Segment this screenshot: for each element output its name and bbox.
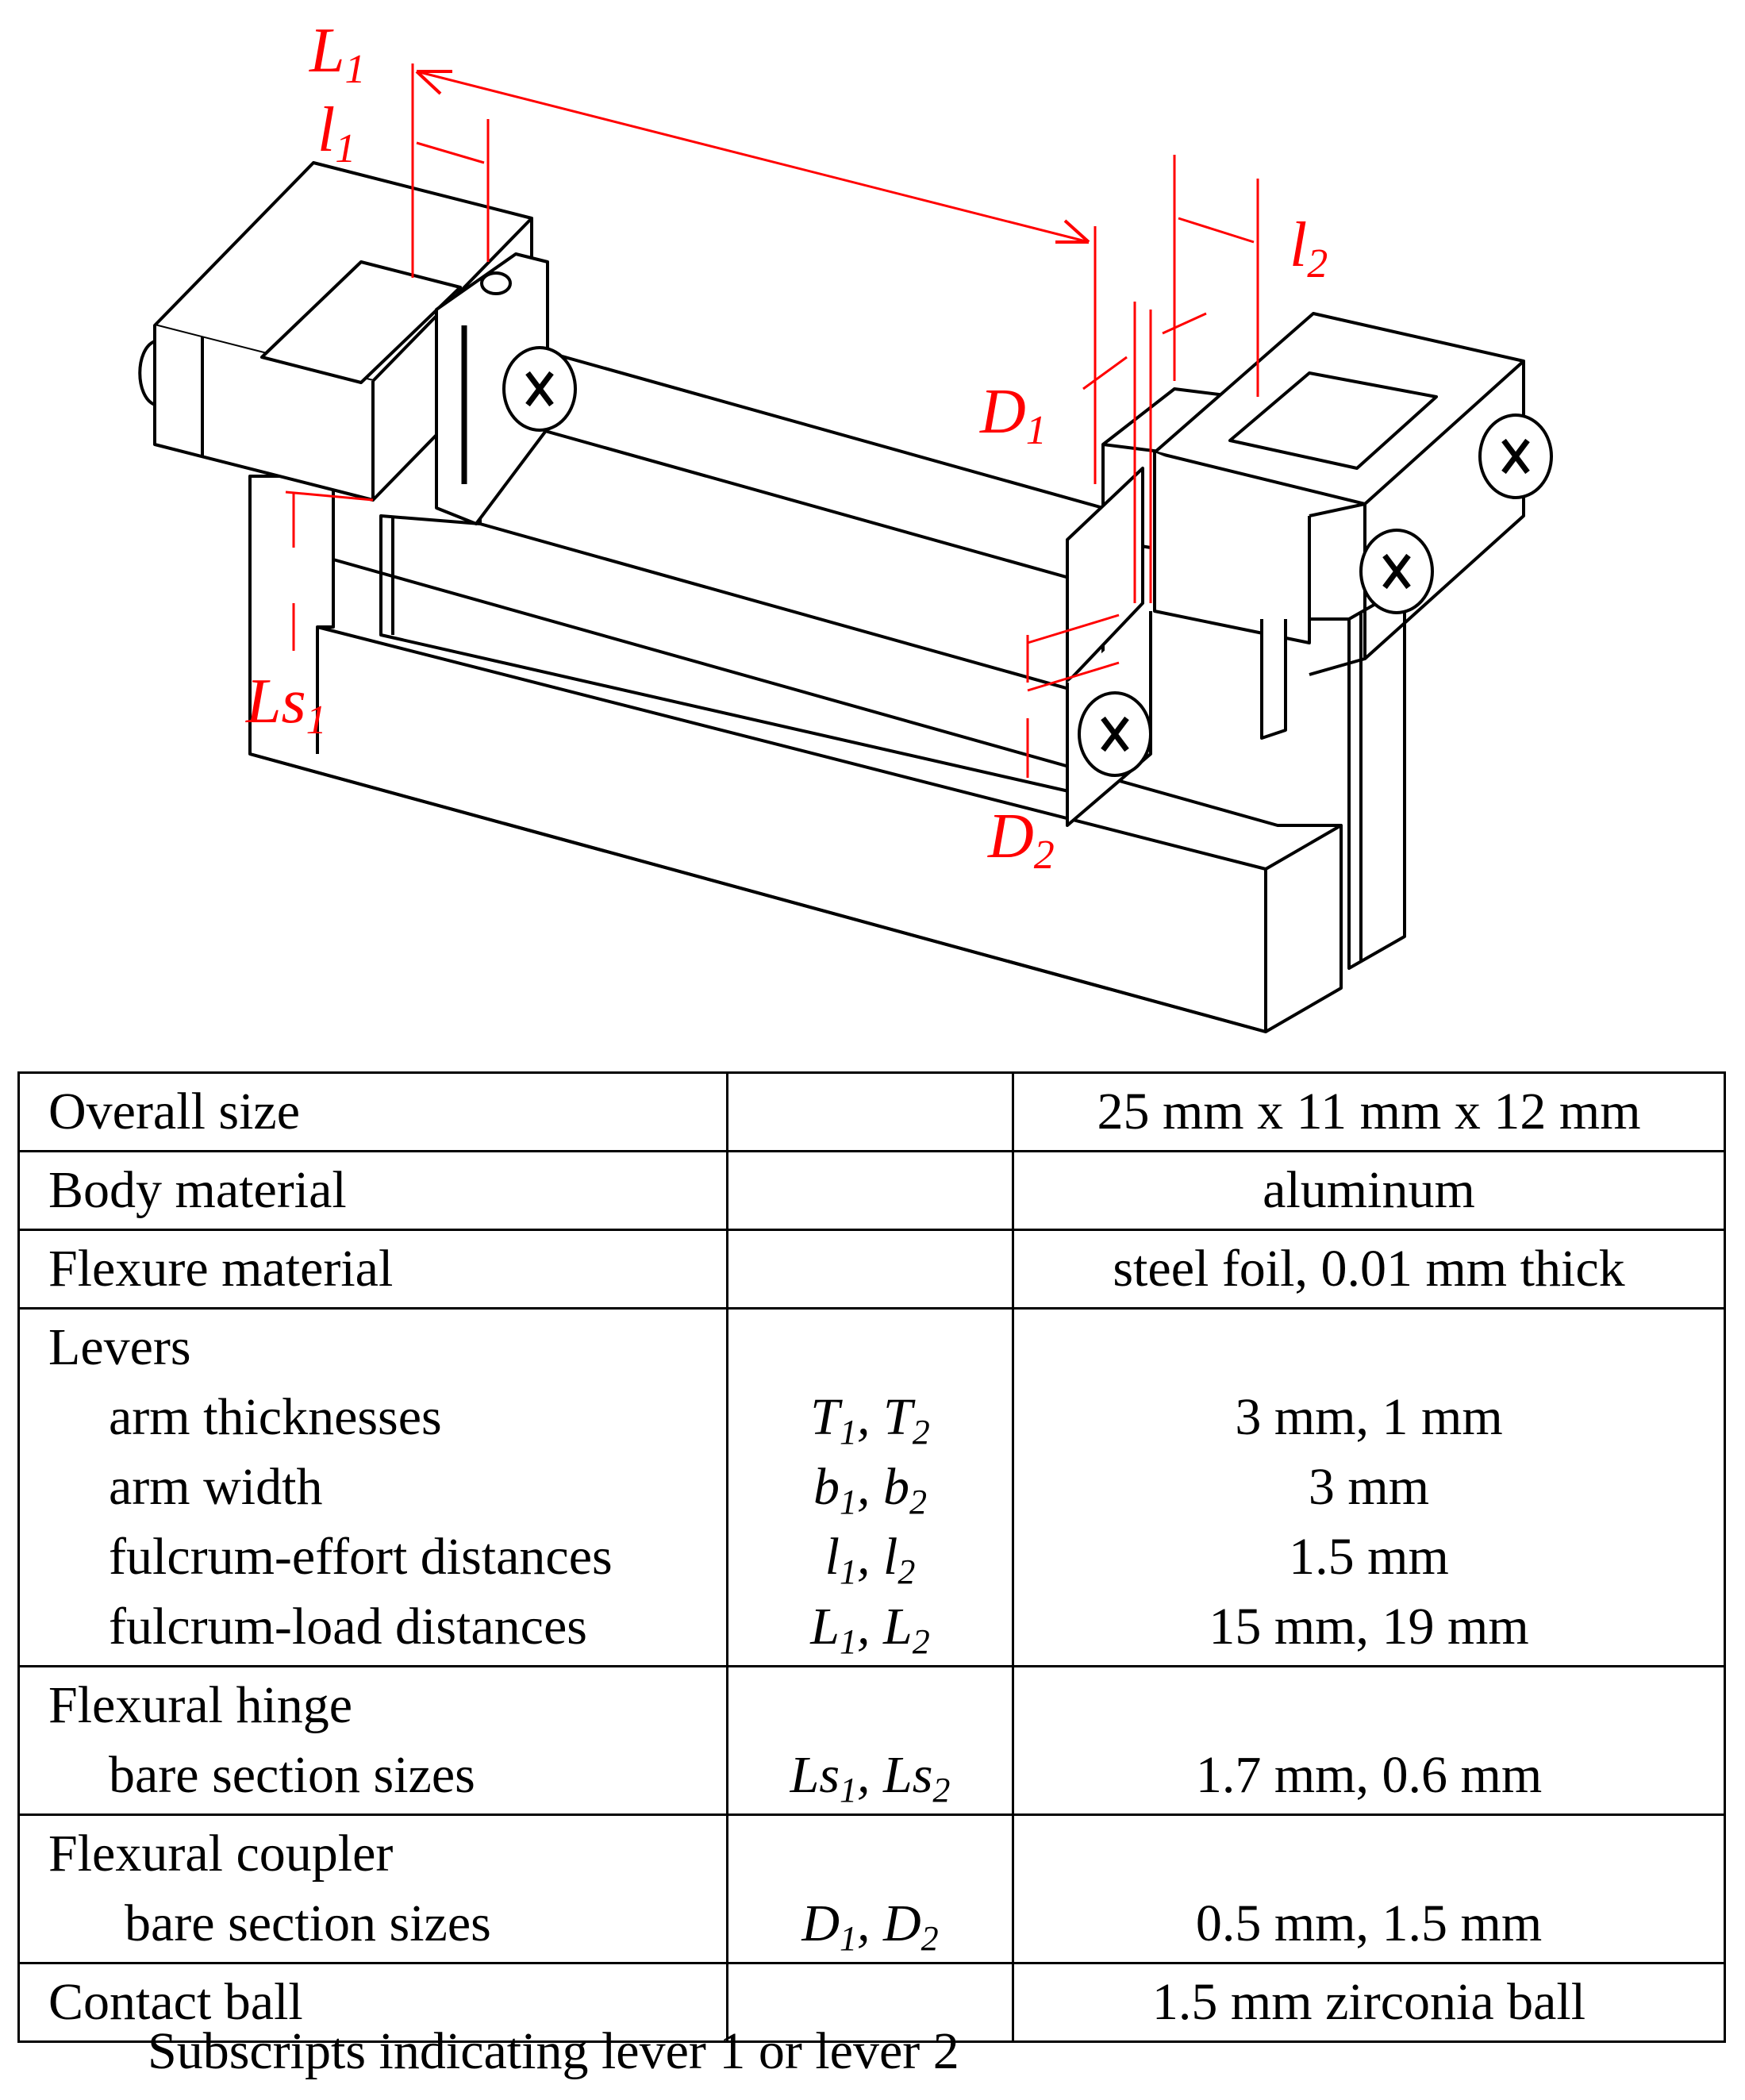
parameter-label: fulcrum-load distances (109, 1598, 587, 1656)
parameter-cell: Overall size (17, 1071, 728, 1152)
symbol-cell: D1, D2 (726, 1813, 1014, 1964)
footnote: Subscripts indicating lever 1 or lever 2 (148, 2022, 959, 2080)
value-label: 0.5 mm, 1.5 mm (1195, 1894, 1543, 1952)
parameter-cell: Flexure material (17, 1229, 728, 1310)
lever-mechanism-drawing: L1 l1 l2 D1 D2 Ls1 (138, 16, 1553, 1033)
value-cell: 25 mm x 11 mm x 12 mm (1012, 1071, 1726, 1152)
label-Ls1: Ls1 (245, 667, 327, 743)
table-row: Flexural coupler bare section sizes D1, D2… (17, 1813, 1726, 1964)
value-label: 1.7 mm, 0.6 mm (1195, 1746, 1543, 1804)
parameter-label: Flexural hinge (48, 1676, 353, 1734)
symbol-label: T1, T2 (810, 1388, 930, 1452)
value-cell: 3 mm, 1 mm 3 mm 1.5 mm 15 mm, 19 mm (1012, 1307, 1726, 1667)
value-label: 1.5 mm (1289, 1528, 1449, 1586)
parameter-cell: Levers arm thicknesses arm width fulcrum-ef… (17, 1307, 728, 1667)
lower-screw-icon (1078, 691, 1152, 777)
parameter-label: Body material (48, 1161, 347, 1219)
parameter-cell: Flexural hinge bare section sizes (17, 1665, 728, 1816)
value-cell: 1.7 mm, 0.6 mm (1012, 1665, 1726, 1816)
parameter-label: Levers (48, 1318, 191, 1376)
table-row: Body material aluminum (17, 1150, 1726, 1231)
dimension-annotations (285, 63, 1259, 778)
symbol-label: Ls1, Ls2 (790, 1746, 951, 1810)
label-l2: l2 (1290, 210, 1328, 287)
symbol-label: b1, b2 (813, 1458, 927, 1521)
label-L1: L1 (309, 16, 366, 92)
symbol-label: D1, D2 (801, 1894, 939, 1958)
value-label: 3 mm (1308, 1458, 1430, 1516)
value-label: 1.5 mm zirconia ball (1151, 1973, 1586, 2031)
symbol-cell (726, 1962, 1014, 2043)
right-front-screw-icon (1359, 529, 1434, 614)
symbol-label: l1, l2 (824, 1528, 916, 1591)
value-cell: steel foil, 0.01 mm thick (1012, 1229, 1726, 1310)
parameter-label: arm thicknesses (109, 1388, 442, 1446)
mechanism-body (138, 161, 1553, 1033)
table-row: Overall size 25 mm x 11 mm x 12 mm (17, 1071, 1726, 1152)
table-row: Flexural hinge bare section sizes Ls1, Ls2… (17, 1665, 1726, 1816)
value-cell: 0.5 mm, 1.5 mm (1012, 1813, 1726, 1964)
parameter-label: bare section sizes (125, 1894, 491, 1952)
parameter-label: bare section sizes (109, 1746, 475, 1804)
parameter-cell: Body material (17, 1150, 728, 1231)
parameter-label: Flexure material (48, 1240, 394, 1298)
parameter-label: Contact ball (48, 1973, 303, 2031)
value-label: 25 mm x 11 mm x 12 mm (1097, 1083, 1641, 1140)
label-D1: D1 (979, 377, 1047, 453)
label-l1: l1 (317, 95, 356, 171)
value-cell: 1.5 mm zirconia ball (1012, 1962, 1726, 2043)
symbol-cell (726, 1071, 1014, 1152)
value-label: aluminum (1263, 1161, 1475, 1219)
label-D2: D2 (987, 802, 1055, 878)
left-screw-icon (502, 346, 577, 432)
symbol-cell (726, 1229, 1014, 1310)
symbol-cell: Ls1, Ls2 (726, 1665, 1014, 1816)
table-row: Levers arm thicknesses arm width fulcrum-ef… (17, 1307, 1726, 1667)
parameter-label: arm width (109, 1458, 323, 1516)
parameter-label: fulcrum-effort distances (109, 1528, 613, 1586)
symbol-cell (726, 1150, 1014, 1231)
value-cell: aluminum (1012, 1150, 1726, 1231)
specifications-table: Overall size 25 mm x 11 mm x 12 mm Body ma… (17, 1071, 1726, 2043)
parameter-cell: Contact ball (17, 1962, 728, 2043)
table-row: Contact ball 1.5 mm zirconia ball (17, 1962, 1726, 2043)
right-top-screw-icon (1478, 413, 1553, 499)
parameter-cell: Flexural coupler bare section sizes (17, 1813, 728, 1964)
dimension-labels: L1 l1 l2 D1 D2 Ls1 (245, 16, 1328, 878)
table-row: Flexure material steel foil, 0.01 mm thic… (17, 1229, 1726, 1310)
parameter-label: Flexural coupler (48, 1825, 394, 1883)
value-label: 3 mm, 1 mm (1235, 1388, 1503, 1446)
value-label: 15 mm, 19 mm (1209, 1598, 1529, 1656)
value-label: steel foil, 0.01 mm thick (1113, 1240, 1625, 1298)
parameter-label: Overall size (48, 1083, 301, 1140)
symbol-label: L1, L2 (810, 1598, 930, 1661)
specifications-table-body: Overall size 25 mm x 11 mm x 12 mm Body ma… (17, 1071, 1726, 2043)
